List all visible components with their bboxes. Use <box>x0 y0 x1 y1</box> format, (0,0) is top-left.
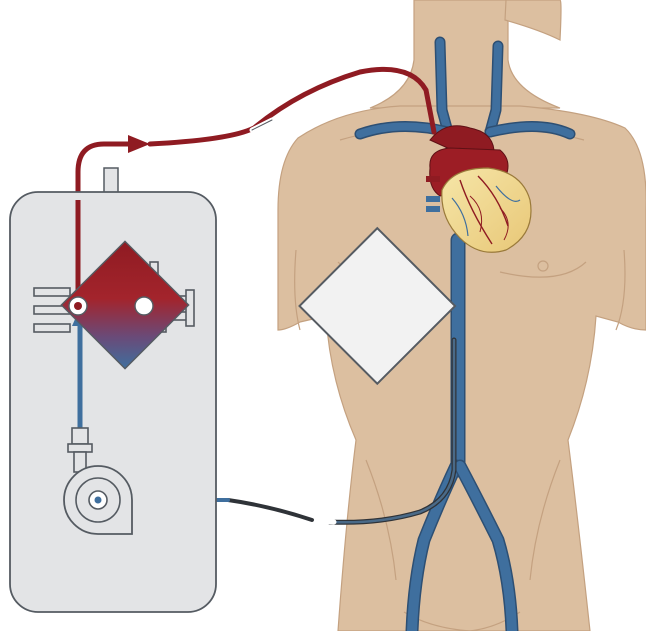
venous-cannula-connector <box>312 520 334 522</box>
chin <box>505 0 561 40</box>
oxygenator-outlet-port <box>135 297 153 315</box>
extracorporeal-console <box>10 168 216 612</box>
oxygenator-left-fittings <box>34 288 70 332</box>
arterial-flow-arrow <box>128 135 150 153</box>
console-top-port <box>104 168 118 194</box>
